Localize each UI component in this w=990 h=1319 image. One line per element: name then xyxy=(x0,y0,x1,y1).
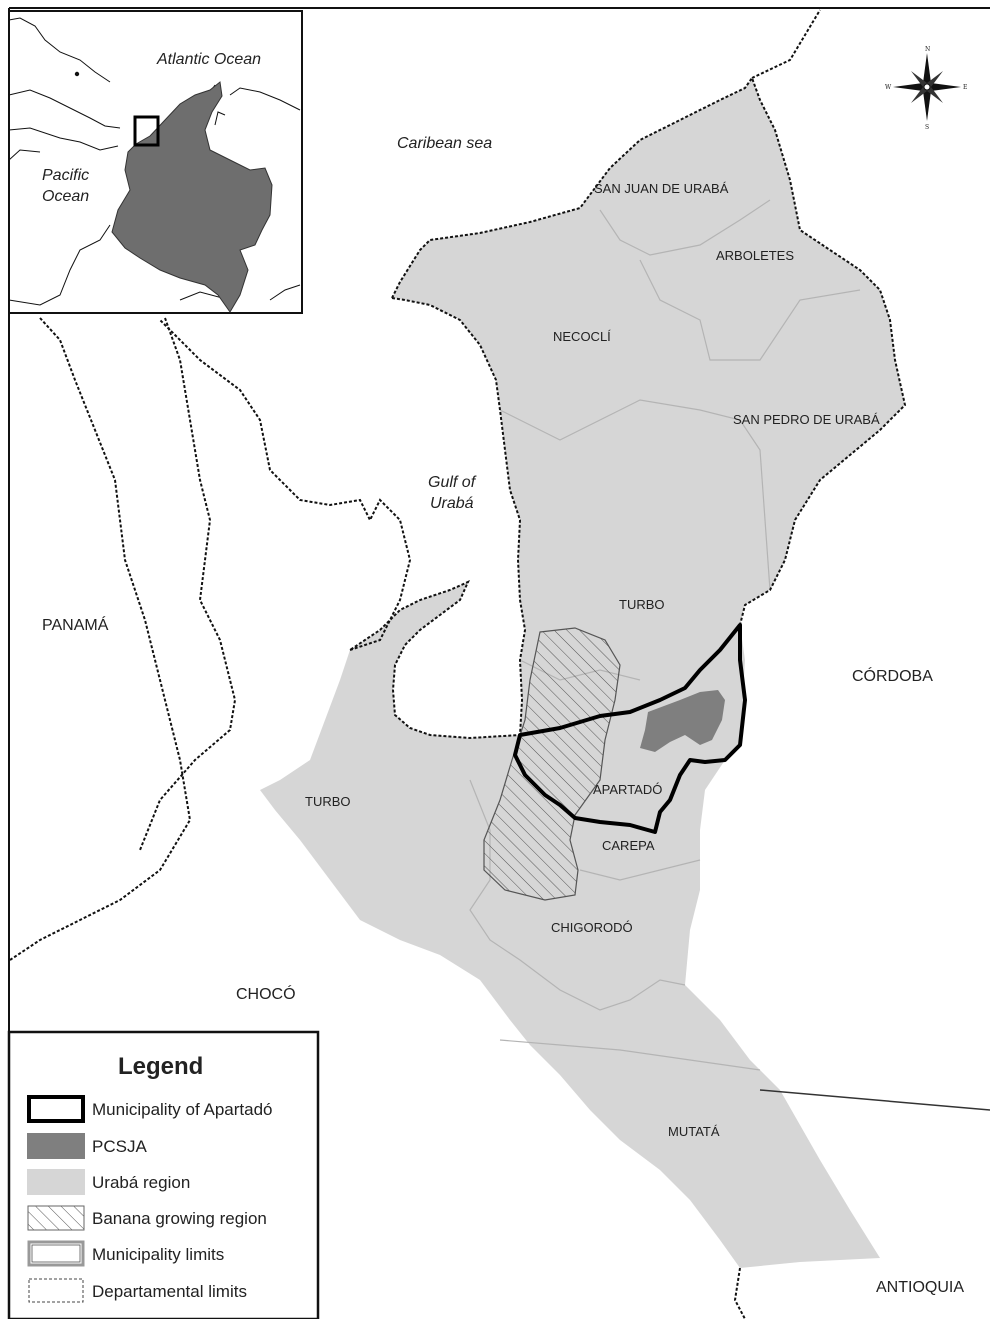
label-necocli: NECOCLÍ xyxy=(553,329,611,344)
legend-swatch-departmental-limits xyxy=(28,1278,84,1303)
legend-label-departmental-limits: Departamental limits xyxy=(92,1282,247,1301)
legend-swatch-municipality-limits xyxy=(27,1240,85,1267)
label-turbo-north: TURBO xyxy=(619,597,665,612)
study-area-box xyxy=(133,115,160,147)
label-choco: CHOCÓ xyxy=(236,984,296,1003)
label-cordoba: CÓRDOBA xyxy=(852,666,933,685)
legend-label-pcsja: PCSJA xyxy=(92,1137,147,1156)
compass-w: W xyxy=(885,84,892,91)
label-arboletes: ARBOLETES xyxy=(716,248,794,263)
legend-label-banana: Banana growing region xyxy=(92,1209,267,1228)
label-antioquia: ANTIOQUIA xyxy=(876,1279,964,1296)
legend-swatch-apartado xyxy=(27,1095,85,1123)
department-labels: PANAMÁ CHOCÓ CÓRDOBA ANTIOQUIA xyxy=(42,615,964,1296)
label-gulf-of-uraba-line1: Gulf of xyxy=(428,474,477,491)
colombia-shape xyxy=(111,81,273,313)
municipality-labels: SAN JUAN DE URABÁ ARBOLETES NECOCLÍ SAN … xyxy=(305,181,880,1139)
legend-swatch-pcsja xyxy=(27,1133,85,1159)
inset-map: Atlantic Ocean Pacific Ocean xyxy=(8,10,303,314)
label-atlantic-ocean: Atlantic Ocean xyxy=(156,51,261,68)
label-turbo-west: TURBO xyxy=(305,794,351,809)
label-apartado: APARTADÓ xyxy=(593,782,662,797)
label-gulf-of-uraba-line2: Urabá xyxy=(430,495,474,512)
pcsja-area xyxy=(640,690,725,752)
apartado-municipality xyxy=(513,623,747,834)
label-san-juan-de-uraba: SAN JUAN DE URABÁ xyxy=(594,181,729,196)
label-pacific-ocean-line1: Pacific xyxy=(42,167,89,184)
legend-title: Legend xyxy=(118,1053,203,1080)
legend-swatch-banana xyxy=(27,1205,85,1231)
legend-label-uraba: Urabá region xyxy=(92,1173,190,1192)
label-pacific-ocean-line2: Ocean xyxy=(42,188,89,205)
cordoba-antioquia-line xyxy=(759,1089,990,1111)
label-mutata: MUTATÁ xyxy=(668,1124,720,1139)
legend-swatch-uraba xyxy=(27,1169,85,1195)
label-chigorodo: CHIGORODÓ xyxy=(551,920,633,935)
label-san-pedro-de-uraba: SAN PEDRO DE URABÁ xyxy=(733,412,880,427)
label-panama: PANAMÁ xyxy=(42,615,109,634)
compass-n: N xyxy=(925,46,930,53)
compass-e: E xyxy=(963,84,967,91)
legend-label-municipality-limits: Municipality limits xyxy=(92,1245,224,1264)
legend-label-apartado: Municipality of Apartadó xyxy=(92,1100,273,1119)
water-labels: Caribean sea Gulf of Urabá xyxy=(397,135,492,512)
label-carepa: CAREPA xyxy=(602,838,655,853)
compass-s: S xyxy=(925,124,929,131)
departmental-limits xyxy=(9,9,907,1319)
legend: Legend Municipality of Apartadó PCSJA Ur… xyxy=(7,1030,320,1319)
label-caribbean-sea: Caribean sea xyxy=(397,135,492,152)
compass-rose-icon: N S E W xyxy=(885,46,967,131)
banana-growing-region xyxy=(483,627,621,901)
